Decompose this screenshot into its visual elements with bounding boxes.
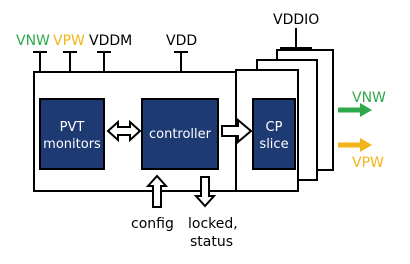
- controller-label: controller: [149, 127, 212, 142]
- pvt-monitors-block: [39, 98, 105, 170]
- pvt-label-line2: monitors: [43, 137, 101, 152]
- cp-label-line1: CP: [266, 120, 283, 135]
- bidirectional-arrow-icon: [106, 119, 142, 143]
- controller-to-cp-arrow-icon: [221, 117, 253, 145]
- cp-label-line2: slice: [259, 137, 288, 152]
- pvt-label-line1: PVT: [60, 120, 85, 135]
- locked-label: locked,: [188, 216, 238, 232]
- vddio-pin-label: VDDIO: [273, 12, 319, 28]
- top-pins: [33, 51, 188, 72]
- vnw-pin-label: VNW: [16, 33, 50, 49]
- vddm-pin-label: VDDM: [89, 33, 132, 49]
- controller-block: [141, 98, 219, 170]
- vpw-output-arrow-icon: [360, 138, 372, 152]
- config-label: config: [131, 216, 174, 232]
- config-arrow-up-icon: [145, 174, 169, 208]
- vnw-output-label: VNW: [352, 90, 386, 106]
- status-label: status: [190, 234, 233, 250]
- cp-slice-block: [252, 98, 296, 170]
- vdd-pin-label: VDD: [166, 33, 197, 49]
- status-arrow-down-icon: [193, 176, 217, 208]
- vpw-output-label: VPW: [352, 155, 384, 171]
- vnw-output-arrow-icon: [360, 103, 372, 117]
- vpw-pin-label: VPW: [53, 33, 85, 49]
